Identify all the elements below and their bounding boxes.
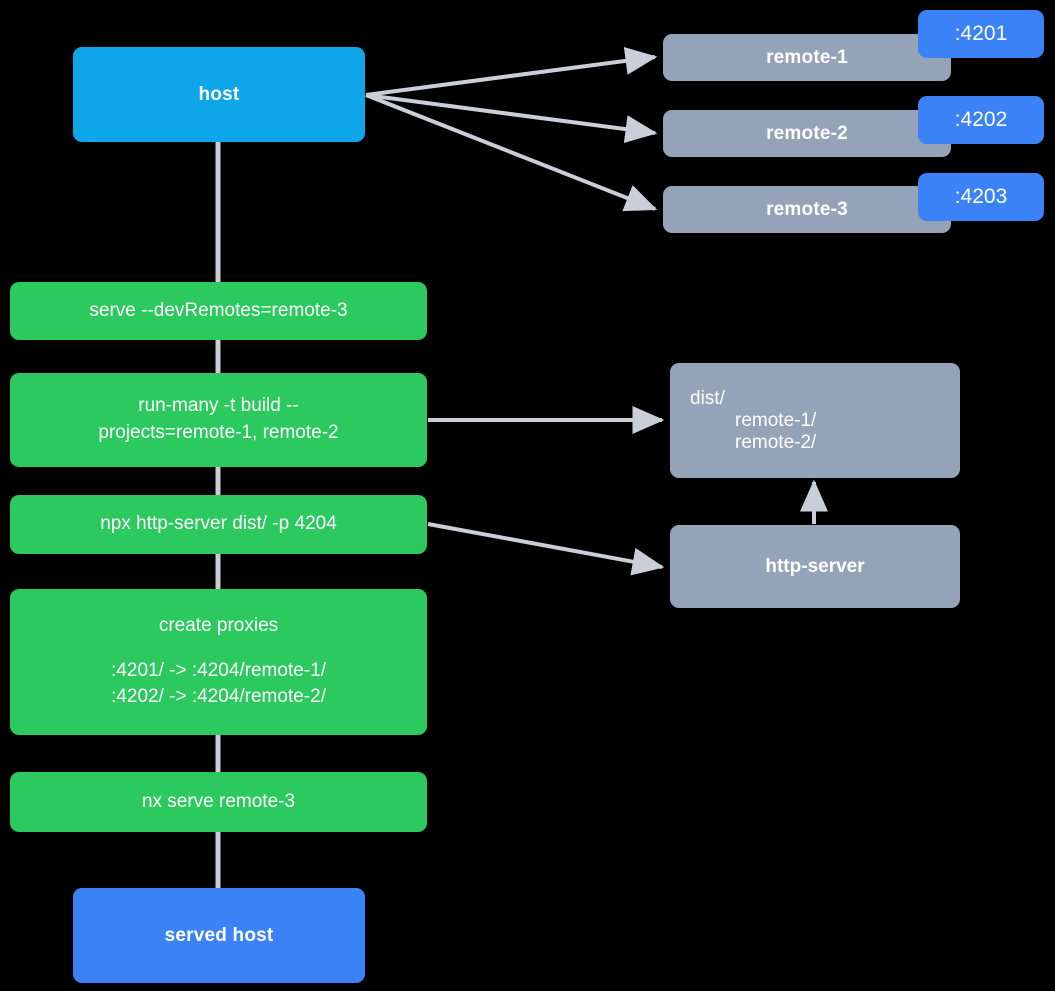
port-badge-remote-2[interactable]: :4202: [918, 96, 1044, 144]
node-remote-3-label: remote-3: [766, 198, 848, 220]
command-serve-dev-remotes[interactable]: serve --devRemotes=remote-3: [10, 282, 427, 340]
node-http-server[interactable]: http-server: [670, 525, 960, 608]
command-nx-serve-remote-3[interactable]: nx serve remote-3: [10, 772, 427, 832]
command-run-many-build-text: run-many -t build -- projects=remote-1, …: [98, 393, 338, 447]
node-host-label: host: [198, 83, 240, 105]
port-badge-remote-1-label: :4201: [954, 22, 1008, 45]
command-spacer: [111, 640, 326, 658]
node-remote-3[interactable]: remote-3: [663, 186, 951, 233]
node-served-host[interactable]: served host: [73, 888, 365, 983]
node-http-server-label: http-server: [765, 555, 865, 577]
command-npx-http-server[interactable]: npx http-server dist/ -p 4204: [10, 495, 427, 554]
command-line: projects=remote-1, remote-2: [98, 422, 339, 443]
edge-npx-to-http-server: [427, 522, 665, 576]
dist-child-label: remote-2/: [735, 431, 817, 453]
node-remote-1[interactable]: remote-1: [663, 34, 951, 81]
edge-host-to-remote-1: [365, 46, 658, 97]
port-badge-remote-1[interactable]: :4201: [918, 10, 1044, 58]
command-line: serve --devRemotes=remote-3: [89, 299, 348, 321]
command-line: npx http-server dist/ -p 4204: [100, 513, 337, 535]
command-line: create proxies: [158, 614, 279, 636]
dist-child-label: remote-1/: [735, 409, 817, 431]
command-npx-http-server-text: npx http-server dist/ -p 4204: [100, 511, 337, 538]
dist-root-label: dist/: [690, 387, 725, 409]
node-dist-folder[interactable]: dist/ remote-1/ remote-2/: [670, 363, 960, 478]
dist-folder-text: dist/ remote-1/ remote-2/: [670, 388, 960, 454]
node-served-host-label: served host: [164, 924, 274, 946]
port-badge-remote-3-label: :4203: [954, 185, 1008, 208]
command-create-proxies-text: create proxies :4201/ -> :4204/remote-1/…: [111, 613, 326, 712]
port-badge-remote-3[interactable]: :4203: [918, 173, 1044, 221]
proxy-mapping-line: :4201/ -> :4204/remote-1/: [111, 659, 326, 681]
edge-host-to-remote-2: [365, 93, 658, 144]
node-remote-1-label: remote-1: [766, 46, 848, 68]
edge-host-to-remote-3: [365, 93, 658, 212]
node-host[interactable]: host: [73, 47, 365, 142]
node-remote-2[interactable]: remote-2: [663, 110, 951, 157]
command-line: run-many -t build --: [138, 395, 299, 417]
command-line: nx serve remote-3: [141, 790, 296, 812]
command-run-many-build[interactable]: run-many -t build -- projects=remote-1, …: [10, 373, 427, 467]
proxy-mapping-line: :4202/ -> :4204/remote-2/: [111, 686, 326, 708]
port-badge-remote-2-label: :4202: [954, 108, 1008, 131]
command-serve-dev-remotes-text: serve --devRemotes=remote-3: [89, 298, 347, 325]
node-remote-2-label: remote-2: [766, 122, 848, 144]
command-nx-serve-remote-3-text: nx serve remote-3: [142, 789, 295, 816]
command-create-proxies[interactable]: create proxies :4201/ -> :4204/remote-1/…: [10, 589, 427, 735]
